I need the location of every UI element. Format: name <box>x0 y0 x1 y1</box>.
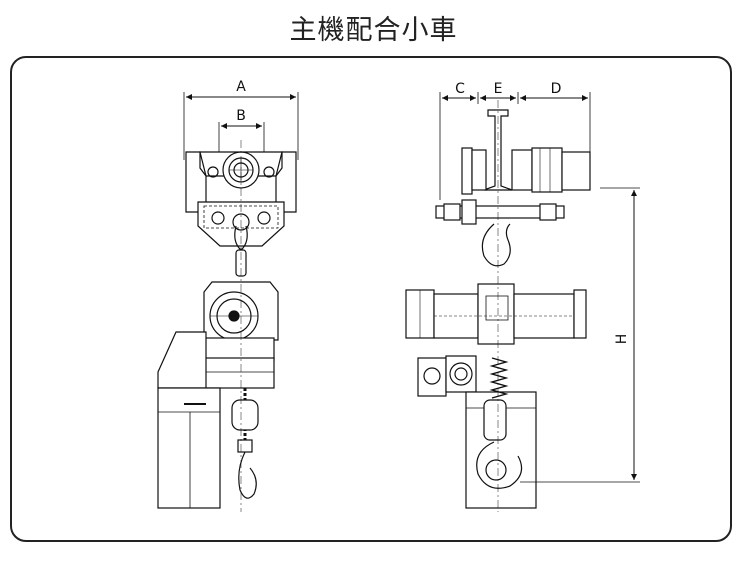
dimension-label-e: E <box>494 81 503 97</box>
dimension-label-a: A <box>236 79 246 95</box>
dimension-label-c: C <box>455 81 465 97</box>
front-view <box>157 92 299 512</box>
side-view <box>405 92 640 512</box>
dimension-label-b: B <box>236 108 246 124</box>
dimension-label-h: H <box>614 334 630 345</box>
dimension-label-d: D <box>551 81 562 97</box>
page-title: 主機配合小車 <box>289 15 458 46</box>
drawing-frame <box>10 56 732 542</box>
